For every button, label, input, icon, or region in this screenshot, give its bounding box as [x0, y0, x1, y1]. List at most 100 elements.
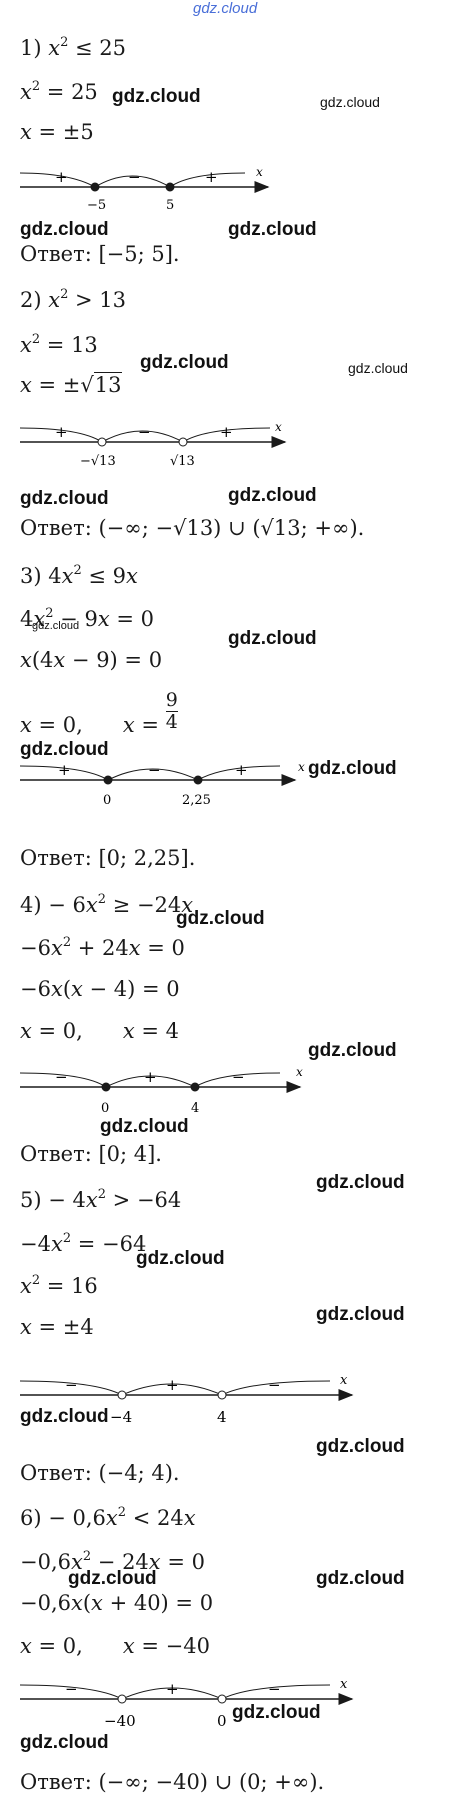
problem-2-equation: x2 = 13 [20, 332, 98, 357]
interval-arc [182, 427, 271, 443]
watermark: gdz.cloud [20, 1732, 109, 1753]
interval-arc [221, 1380, 331, 1396]
watermark-top: gdz.cloud [193, 0, 258, 17]
problem-6-answer: Ответ: (−∞; −40) ∪ (0; +∞). [20, 1770, 325, 1794]
point-open [97, 437, 107, 447]
number-line-svg: − + − x 0 4 [19, 1065, 303, 1116]
problem-1-answer: Ответ: [−5; 5]. [20, 242, 180, 266]
problem-4-statement: 4) − 6x2 ≥ −24x [20, 892, 194, 917]
number-line-svg: − + − x −40 0 [19, 1677, 354, 1730]
point-open [178, 437, 188, 447]
sign-label: − [268, 1376, 281, 1394]
point-label: √13 [170, 454, 195, 469]
interval-arc [19, 1072, 107, 1088]
point-label: 0 [103, 793, 111, 808]
number-line-svg: + − + x −5 5 [19, 165, 270, 213]
problem-5-number-line: − + − x −4 4 [0, 1368, 360, 1428]
sign-label: + [144, 1068, 157, 1086]
watermark: gdz.cloud [232, 1702, 321, 1723]
sign-label: − [65, 1680, 78, 1698]
interval-arc [19, 1684, 123, 1700]
watermark: gdz.cloud [228, 219, 317, 240]
watermark: gdz.cloud [228, 485, 317, 506]
watermark: gdz.cloud [32, 620, 80, 632]
watermark: gdz.cloud [308, 758, 397, 779]
problem-4-number-line: − + − x 0 4 [0, 1060, 310, 1120]
point-label: −5 [87, 198, 106, 213]
watermark: gdz.cloud [316, 1568, 405, 1589]
watermark: gdz.cloud [348, 360, 408, 376]
problem-6-roots: x = 0, x = −40 [20, 1634, 210, 1658]
problem-6-equation: −0,6x2 − 24x = 0 [20, 1549, 205, 1574]
point-filled [101, 1082, 111, 1092]
watermark: gdz.cloud [320, 94, 380, 110]
problem-1-statement: 1) x2 ≤ 25 [20, 35, 127, 60]
problem-6-number-line: − + − x −40 0 [0, 1672, 360, 1732]
problem-1-number-line: + − + x −5 5 [0, 160, 280, 220]
axis-label: x [340, 1677, 348, 1692]
problem-5-roots: x = ±4 [20, 1315, 94, 1339]
problem-6-factored: −0,6x(x + 40) = 0 [20, 1591, 214, 1615]
point-filled [165, 182, 175, 192]
point-open [217, 1694, 227, 1704]
point-label: −4 [110, 1408, 132, 1426]
problem-3-statement: 3) 4x2 ≤ 9x [20, 563, 138, 588]
point-open [217, 1390, 227, 1400]
problem-2-number-line: + − + x −√13 √13 [0, 415, 300, 475]
watermark: gdz.cloud [316, 1304, 405, 1325]
sign-label: + [205, 168, 218, 186]
point-filled [193, 775, 203, 785]
sign-label: − [268, 1680, 281, 1698]
problem-3-factored: x(4x − 9) = 0 [20, 648, 163, 672]
problem-5-answer: Ответ: (−4; 4). [20, 1461, 180, 1485]
watermark: gdz.cloud [20, 219, 109, 240]
problem-4-factored: −6x(x − 4) = 0 [20, 977, 180, 1001]
watermark: gdz.cloud [20, 739, 109, 760]
point-filled [190, 1082, 200, 1092]
sign-label: + [55, 168, 68, 186]
interval-arc [101, 430, 184, 443]
interval-arc [19, 172, 96, 188]
interval-arc [19, 765, 109, 781]
interval-arc [121, 1687, 223, 1700]
problem-1-equation: x2 = 25 [20, 79, 98, 104]
sign-label: − [138, 423, 151, 441]
axis-label: x [340, 1373, 348, 1388]
problem-3-number-line: + − + x 0 2,25 [0, 753, 310, 813]
point-label: 0 [217, 1712, 227, 1730]
point-label: 4 [217, 1408, 227, 1426]
interval-arc [221, 1684, 331, 1700]
point-label: 4 [191, 1101, 199, 1116]
watermark: gdz.cloud [100, 1116, 189, 1137]
watermark: gdz.cloud [112, 86, 201, 107]
interval-arc [94, 175, 171, 188]
interval-arc [194, 1072, 281, 1088]
interval-arc [107, 768, 199, 781]
axis-label: x [296, 1065, 303, 1079]
problem-2-statement: 2) x2 > 13 [20, 287, 127, 312]
problem-3-equation: 4x2 − 9x = 0 [20, 606, 154, 631]
axis-label: x [275, 420, 282, 434]
problem-3-answer: Ответ: [0; 2,25]. [20, 846, 196, 870]
point-label: 0 [101, 1101, 109, 1116]
sign-label: − [148, 761, 161, 779]
problem-2-roots: x = ±√13 [20, 372, 122, 397]
sign-label: − [55, 1068, 68, 1086]
watermark: gdz.cloud [176, 908, 265, 929]
point-label: 5 [166, 198, 174, 213]
number-line-svg: + − + x −√13 √13 [19, 420, 287, 469]
sign-label: − [232, 1068, 245, 1086]
interval-arc [19, 427, 103, 443]
watermark: gdz.cloud [140, 352, 229, 373]
problem-2-answer: Ответ: (−∞; −√13) ∪ (√13; +∞). [20, 516, 365, 540]
interval-arc [19, 1380, 123, 1396]
point-filled [103, 775, 113, 785]
problem-5-equation: −4x2 = −64 [20, 1231, 147, 1256]
interval-arc [197, 765, 281, 781]
problem-6-statement: 6) − 0,6x2 < 24x [20, 1505, 196, 1530]
interval-arc [105, 1075, 196, 1088]
sign-label: − [128, 168, 141, 186]
point-filled [90, 182, 100, 192]
problem-4-roots: x = 0, x = 4 [20, 1019, 180, 1043]
number-line-svg: − + − x −4 4 [19, 1373, 354, 1426]
